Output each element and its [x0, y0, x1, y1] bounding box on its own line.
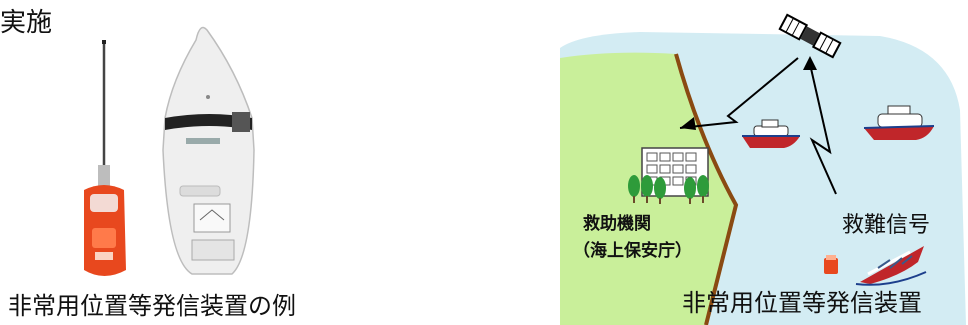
beacon-photo [84, 40, 126, 276]
beacon-device-label: 非常用位置等発信装置 [682, 289, 922, 317]
distress-signal-label: 救難信号 [842, 213, 931, 238]
ship-icon [863, 105, 935, 140]
page-heading: 実施 [0, 8, 53, 38]
coastline [674, 53, 739, 325]
satellite-icon [778, 13, 842, 59]
rescue-org-label: 救助機関 [583, 214, 651, 234]
device-example-caption: 非常用位置等発信装置の例 [8, 292, 296, 320]
distress-signal-arrow [803, 56, 837, 195]
rescue-building-icon [628, 147, 709, 204]
device-photo [162, 26, 255, 275]
rescue-org-sub-label: （海上保安庁） [573, 241, 692, 261]
beacon-icon [824, 255, 838, 274]
distressed-ship-icon [855, 246, 927, 286]
ship-icon [742, 119, 800, 148]
downlink-signal-arrow [679, 57, 799, 130]
